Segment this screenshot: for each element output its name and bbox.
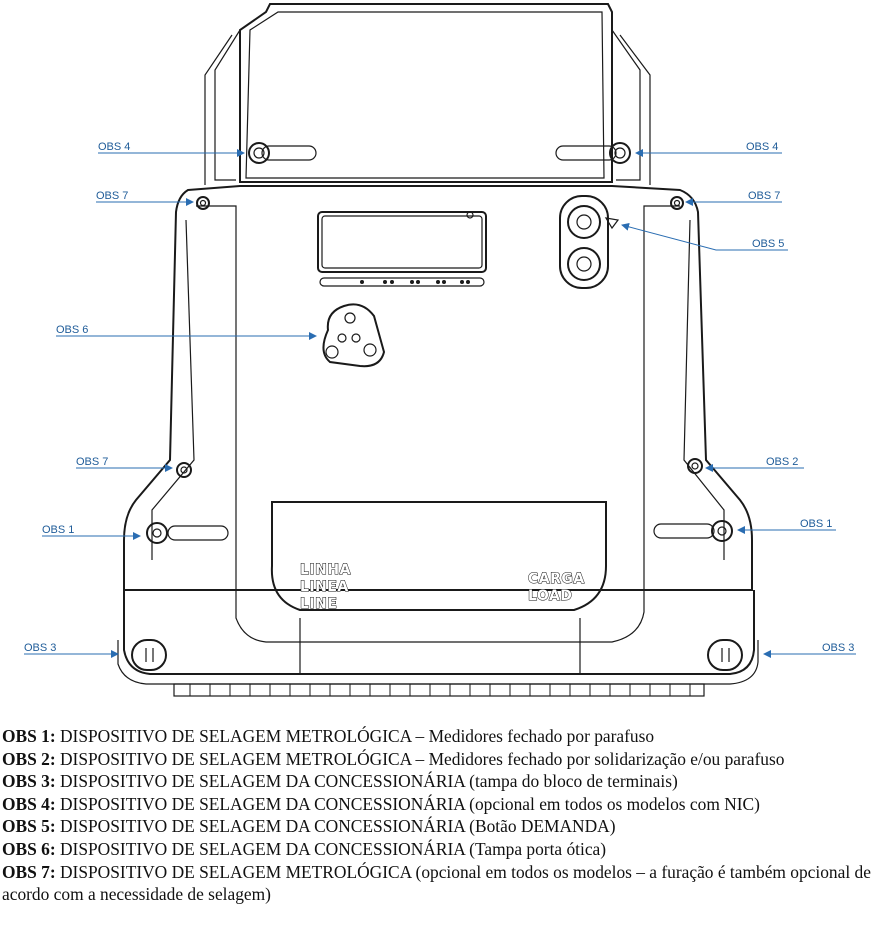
meter-top-cover [204, 3, 651, 185]
note-obs7-key: OBS 7: [2, 861, 56, 882]
callout-obs3-right: OBS 3 [822, 642, 854, 654]
note-obs6: OBS 6: DISPOSITIVO DE SELAGEM DA CONCESS… [2, 838, 875, 861]
terminal-cover: LINHA LINEA LINE CARGA LOAD [117, 501, 759, 697]
note-obs2-key: OBS 2: [2, 748, 56, 769]
meter-main-body [123, 185, 753, 591]
note-obs1-key: OBS 1: [2, 726, 56, 746]
note-obs5-key: OBS 5: [2, 816, 56, 837]
note-obs3-key: OBS 3: [2, 771, 56, 792]
notes-list: OBS 1: DISPOSITIVO DE SELAGEM METROLÓGIC… [2, 725, 875, 906]
load-label-1: CARGA [528, 571, 585, 587]
note-obs5: OBS 5: DISPOSITIVO DE SELAGEM DA CONCESS… [2, 815, 875, 838]
line-label-3: LINE [300, 596, 337, 612]
note-obs3: OBS 3: DISPOSITIVO DE SELAGEM DA CONCESS… [2, 770, 875, 793]
callout-obs7-left-top: OBS 7 [96, 190, 128, 202]
note-obs3-text: DISPOSITIVO DE SELAGEM DA CONCESSIONÁRIA… [55, 771, 678, 792]
note-obs1-text: DISPOSITIVO DE SELAGEM METROLÓGICA – Med… [55, 726, 655, 746]
note-obs7: OBS 7: DISPOSITIVO DE SELAGEM METROLÓGIC… [2, 861, 875, 906]
line-label-1: LINHA [300, 562, 351, 578]
note-obs4: OBS 4: DISPOSITIVO DE SELAGEM DA CONCESS… [2, 793, 875, 816]
meter-seal-diagram: LINHA LINEA LINE CARGA LOAD OBS 4 OBS 4 … [24, 3, 856, 697]
callout-obs6: OBS 6 [56, 324, 88, 336]
callout-obs2: OBS 2 [766, 456, 798, 468]
callout-leaders [24, 149, 856, 658]
callout-obs1-right: OBS 1 [800, 518, 832, 530]
line-label-2: LINEA [300, 579, 349, 595]
note-obs4-text: DISPOSITIVO DE SELAGEM DA CONCESSIONÁRIA… [55, 793, 760, 814]
note-obs1: OBS 1: DISPOSITIVO DE SELAGEM METROLÓGIC… [2, 725, 875, 748]
callout-obs3-left: OBS 3 [24, 642, 56, 654]
callout-obs4-left: OBS 4 [98, 141, 130, 153]
callout-obs5: OBS 5 [752, 238, 784, 250]
load-label-2: LOAD [528, 588, 572, 604]
note-obs7-text: DISPOSITIVO DE SELAGEM METROLÓGICA (opci… [2, 861, 871, 905]
callout-obs1-left: OBS 1 [42, 524, 74, 536]
note-obs4-key: OBS 4: [2, 793, 56, 814]
callout-obs7-right-top: OBS 7 [748, 190, 780, 202]
note-obs6-text: DISPOSITIVO DE SELAGEM DA CONCESSIONÁRIA… [55, 838, 607, 859]
note-obs5-text: DISPOSITIVO DE SELAGEM DA CONCESSIONÁRIA… [55, 816, 616, 837]
note-obs2-text: DISPOSITIVO DE SELAGEM METROLÓGICA – Med… [55, 748, 785, 769]
callout-obs4-right: OBS 4 [746, 141, 778, 153]
note-obs6-key: OBS 6: [2, 838, 56, 859]
note-obs2: OBS 2: DISPOSITIVO DE SELAGEM METROLÓGIC… [2, 748, 875, 771]
callout-obs7-left-bottom: OBS 7 [76, 456, 108, 468]
